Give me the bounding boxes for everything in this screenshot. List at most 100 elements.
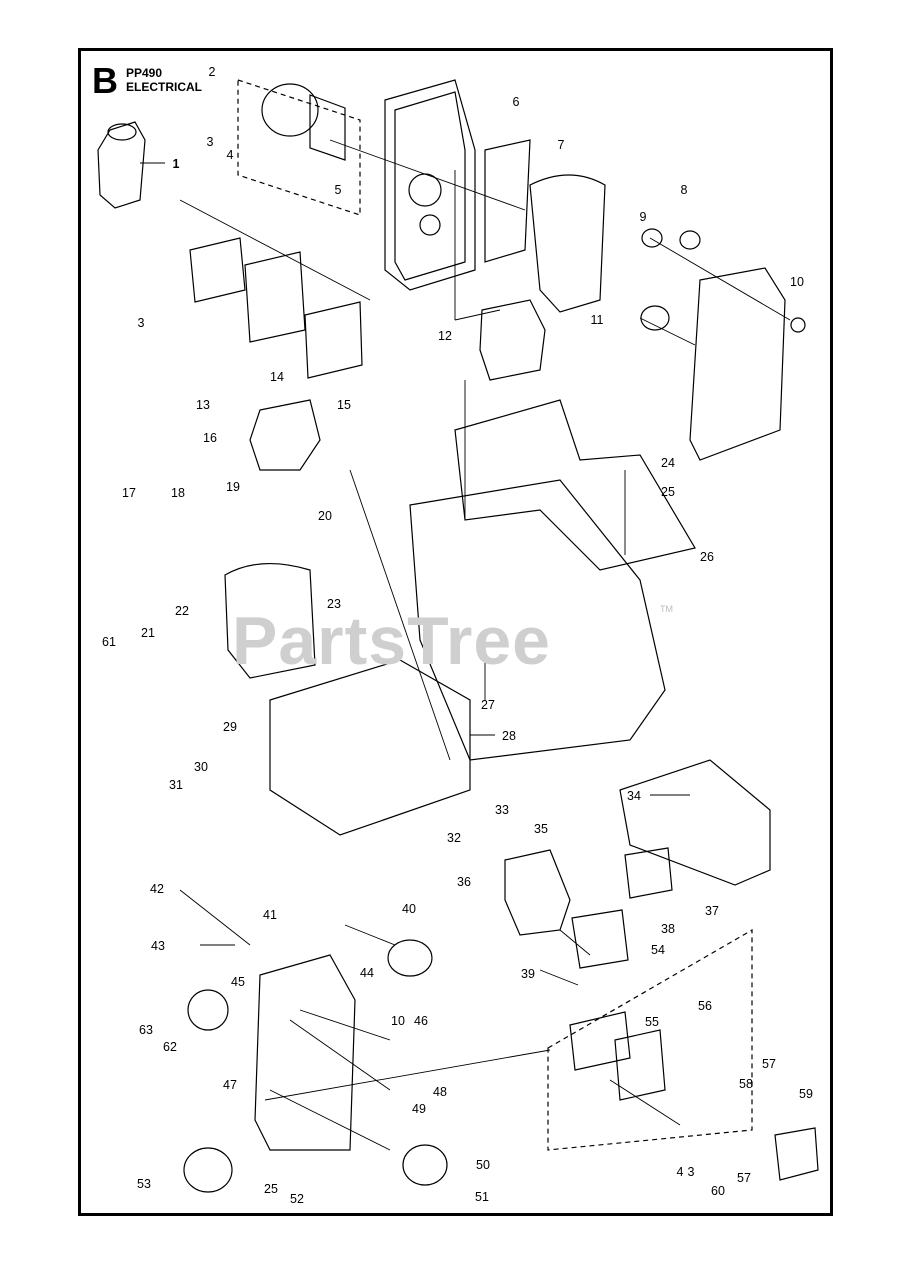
callout-label: 52 (290, 1192, 304, 1206)
callout-label: 1 (172, 157, 180, 171)
callout-label: 51 (475, 1190, 489, 1204)
gasket-55-part (569, 1011, 631, 1071)
callout-label: 8 (680, 183, 688, 197)
callout-label: 41 (263, 908, 277, 922)
callout-label: 40 (402, 902, 416, 916)
callout-label: 48 (433, 1085, 447, 1099)
callout-label: 63 (139, 1023, 153, 1037)
callout-label: 57 (737, 1171, 751, 1185)
callout-label: 46 (414, 1014, 428, 1028)
callout-label: 34 (627, 789, 641, 803)
callout-label: 23 (327, 597, 341, 611)
callout-label: 54 (651, 943, 665, 957)
callout-label: 53 (137, 1177, 151, 1191)
callout-label: 61 (102, 635, 116, 649)
callout-label: 3 (687, 1165, 695, 1179)
callout-label: 4 (226, 148, 234, 162)
watermark: PartsTree (232, 603, 551, 679)
callout-label: 47 (223, 1078, 237, 1092)
callout-label: 3 (137, 316, 145, 330)
leader-lines (140, 139, 791, 1151)
callout-label: 62 (163, 1040, 177, 1054)
cover-22-part (224, 563, 316, 679)
motor-gasket-part (309, 94, 346, 161)
callout-label: 29 (223, 720, 237, 734)
callout-label: 10 (391, 1014, 405, 1028)
callout-label: 45 (231, 975, 245, 989)
callout-label: 35 (534, 822, 548, 836)
callout-label: 7 (557, 138, 565, 152)
callout-label: 38 (661, 922, 675, 936)
callout-label: 36 (457, 875, 471, 889)
callout-label: 42 (150, 882, 164, 896)
frame-13-part (189, 237, 246, 303)
callout-label: 10 (790, 275, 804, 289)
callout-label: 18 (171, 486, 185, 500)
callout-label: 58 (739, 1077, 753, 1091)
callout-label: 44 (360, 966, 374, 980)
cover-7-part (529, 174, 606, 313)
mounting-plate-part (454, 399, 696, 571)
motor-part (261, 83, 319, 137)
callout-label: 4 (676, 1165, 684, 1179)
callout-label: 30 (194, 760, 208, 774)
callout-label: 60 (711, 1184, 725, 1198)
lamp-40-part (387, 939, 433, 977)
contactor-16-part (249, 399, 321, 471)
callout-label: 6 (512, 95, 520, 109)
callout-label: 25 (264, 1182, 278, 1196)
callout-label: 3 (206, 135, 214, 149)
callout-label: 22 (175, 604, 189, 618)
callout-label: 55 (645, 1015, 659, 1029)
callout-label: 20 (318, 509, 332, 523)
callout-label: 31 (169, 778, 183, 792)
gasket-6-part (484, 139, 531, 263)
section-name: ELECTRICAL (126, 80, 202, 94)
terminal-38-part (571, 909, 629, 969)
chassis-part (409, 479, 666, 761)
callout-label: 56 (698, 999, 712, 1013)
gasket-15-part (304, 301, 363, 379)
callout-label: 5 (334, 183, 342, 197)
callout-label: 19 (226, 480, 240, 494)
callout-label: 26 (700, 550, 714, 564)
callout-label: 11 (590, 313, 604, 327)
callout-label: 9 (639, 210, 647, 224)
side-panel-part (689, 267, 786, 461)
model-number: PP490 (126, 66, 163, 80)
tray-34-part (619, 759, 771, 886)
switch-59-part (774, 1127, 819, 1181)
plug-part (97, 121, 146, 209)
callout-label: 13 (196, 398, 210, 412)
socket-45-part (187, 989, 229, 1031)
callout-label: 16 (203, 431, 217, 445)
section-title: PP490 ELECTRICAL (126, 66, 202, 94)
diagram-frame (78, 48, 833, 1216)
callout-label: 15 (337, 398, 351, 412)
section-letter: B (92, 60, 118, 101)
lower-panel-47-part (254, 954, 356, 1151)
callout-label: 49 (412, 1102, 426, 1116)
callout-label: 12 (438, 329, 452, 343)
frame-14-part (244, 251, 306, 343)
housing-part (614, 1029, 666, 1101)
relay-36-part (504, 849, 571, 936)
cap-50-part (402, 1144, 448, 1186)
callout-label: 50 (476, 1158, 490, 1172)
front-panel-part (384, 79, 476, 291)
callout-label: 17 (122, 486, 136, 500)
component-37-part (624, 847, 673, 899)
motor-group-box (237, 79, 361, 216)
callout-label: 57 (762, 1057, 776, 1071)
callout-label: 24 (661, 456, 675, 470)
callout-label: 28 (502, 729, 516, 743)
socket-53-part (183, 1147, 233, 1193)
switch-group-box (547, 928, 753, 1151)
callout-label: 37 (705, 904, 719, 918)
terminal-block-part (479, 299, 546, 381)
callout-label: 14 (270, 370, 284, 384)
callout-label: 32 (447, 831, 461, 845)
callout-label: 25 (661, 485, 675, 499)
callout-label: 27 (481, 698, 495, 712)
callout-label: 2 (208, 65, 216, 79)
